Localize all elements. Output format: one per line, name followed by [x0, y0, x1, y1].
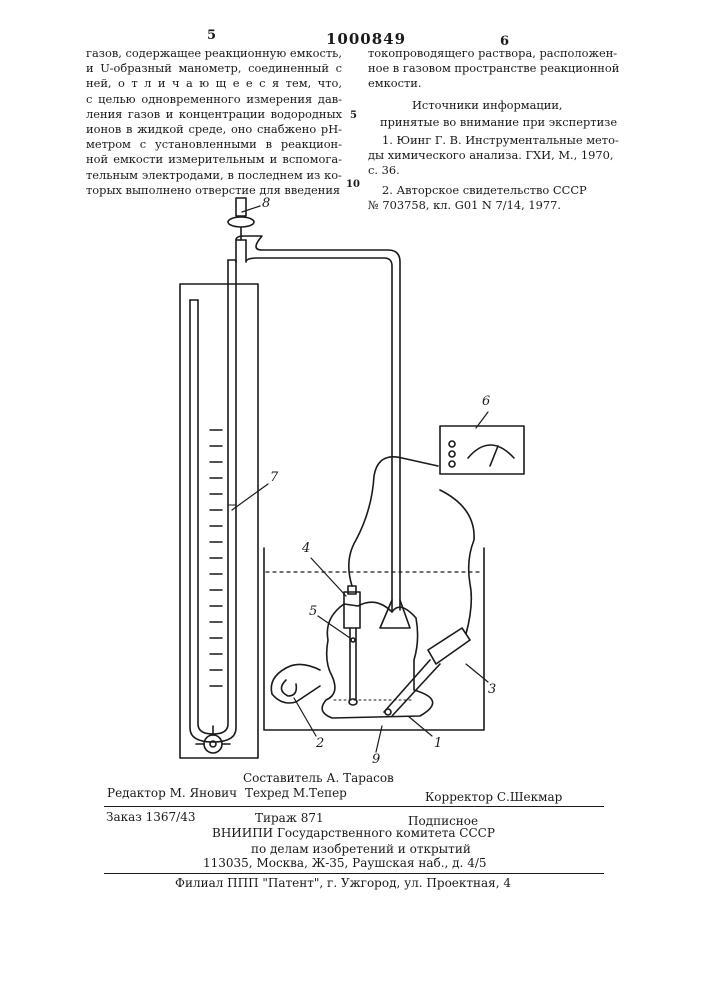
techred-credit: Техред М.Тепер	[245, 786, 347, 800]
branch-address: Филиал ППП "Патент", г. Ужгород, ул. Про…	[175, 876, 511, 890]
figure-label-7: 7	[270, 470, 278, 485]
electrode-cable-2	[440, 490, 474, 634]
publisher-org: ВНИИПИ Государственного комитета СССР	[212, 826, 495, 840]
u-tube-manometer-inner	[198, 260, 228, 734]
figure-label-1: 1	[434, 736, 442, 751]
gas-inlet-funnel	[380, 600, 410, 628]
figure-label-5: 5	[309, 604, 317, 619]
footer-separator-top	[104, 806, 604, 807]
corrector-credit: Корректор С.Шекмар	[425, 790, 562, 804]
figure-label-9: 9	[372, 752, 380, 767]
apparatus-figure	[0, 0, 707, 780]
figure-label-6: 6	[482, 394, 490, 409]
ph-meter	[440, 426, 524, 474]
figure-label-8: 8	[262, 196, 270, 211]
figure-label-2: 2	[316, 736, 324, 751]
reaction-vessel	[322, 602, 432, 718]
figure-label-3: 3	[488, 682, 496, 697]
auxiliary-electrode	[384, 628, 470, 716]
compiler-credit: Составитель А. Тарасов	[243, 771, 394, 785]
order-number: Заказ 1367/43	[106, 810, 196, 824]
figure-label-4: 4	[302, 541, 310, 556]
manometer-scale	[210, 430, 222, 686]
publisher-address: 113035, Москва, Ж-35, Раушская наб., д. …	[203, 856, 487, 870]
manometer-board	[180, 284, 258, 758]
top-valve	[228, 198, 254, 240]
connecting-tube	[236, 236, 400, 610]
footer-separator-bottom	[104, 873, 604, 874]
editor-credit: Редактор М. Янович	[107, 786, 237, 800]
circulation: Тираж 871	[255, 811, 324, 825]
electrode-cable	[349, 457, 438, 586]
publisher-affairs: по делам изобретений и открытий	[251, 842, 471, 856]
